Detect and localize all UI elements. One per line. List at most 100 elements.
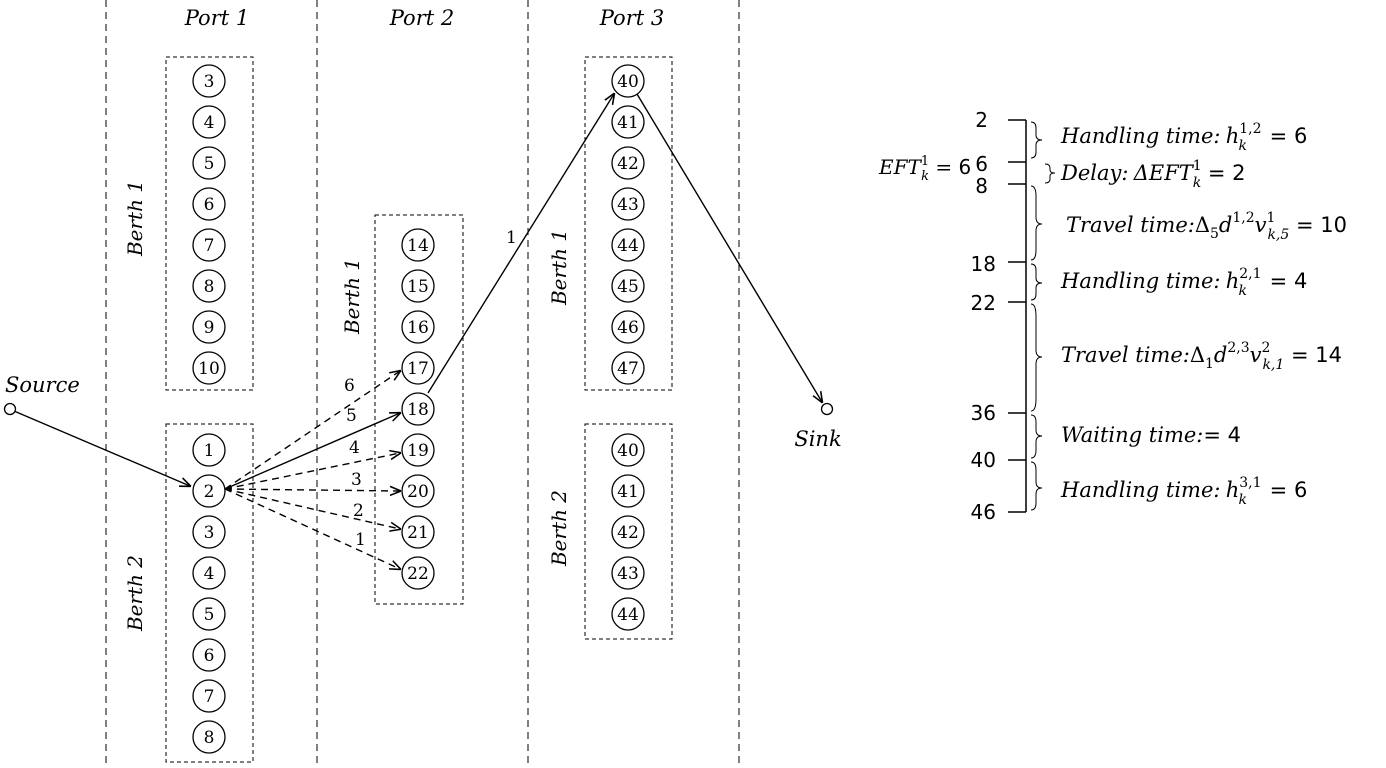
brace-6: [1030, 414, 1043, 459]
edge-source-to-node-2: [13, 410, 190, 486]
port3-berth2-box: [584, 423, 673, 640]
port3-berth1-node-label-47: 47: [617, 359, 639, 379]
port1-berth2-node-circle-1: [192, 433, 226, 467]
port2-berth1-node-circle-14: [401, 228, 435, 262]
port3-berth1-node-circle-43: [611, 187, 645, 221]
port-2-title: Port 2: [389, 6, 454, 30]
port3-berth1-node-label-43: 43: [617, 195, 639, 215]
sink-node: [820, 402, 834, 416]
edge-2-to-19: [224, 453, 400, 490]
port2-berth1-node-label-22: 22: [407, 564, 429, 584]
port2-berth1-node-label-21: 21: [407, 523, 429, 543]
port2-berth1-label: Berth 1: [340, 258, 364, 335]
timeline-tick-labels: 2 6 8 18 22 36 40 46: [971, 108, 996, 524]
port3-berth2-node-circle-43: [611, 556, 645, 590]
port1-berth1-node-circle-4: [192, 105, 226, 139]
port1-berth2-node-circle-8: [192, 720, 226, 754]
sink-label: Sink: [794, 427, 841, 451]
annotation-waiting: Waiting time:= 4: [1061, 423, 1241, 447]
port1-berth2-node-circle-4: [192, 556, 226, 590]
port1-berth1-node-circle-7: [192, 228, 226, 262]
edge-label-2-20: 3: [351, 470, 362, 490]
tick-label-2: 2: [975, 108, 988, 132]
port-1-title: Port 1: [184, 6, 249, 30]
tick-label-46: 46: [971, 500, 996, 524]
port2-berth1-box: [374, 214, 464, 605]
port2-berth1-node-label-19: 19: [407, 441, 429, 461]
brace-1: [1030, 121, 1043, 159]
edge-40-to-sink: [636, 93, 822, 402]
port1-berth2-box: [165, 423, 254, 763]
edge-2-to-22: [224, 488, 400, 569]
port-3-title: Port 3: [599, 6, 664, 30]
port2-berth1-node-circle-21: [401, 515, 435, 549]
port1-berth1-label: Berth 1: [123, 180, 147, 257]
port1-berth2-node-label-1: 1: [204, 441, 215, 461]
port3-berth2-label: Berth 2: [547, 490, 571, 567]
source-node: [3, 402, 17, 416]
port3-berth1-label: Berth 1: [547, 229, 571, 306]
port1-berth1-node-circle-5: [192, 146, 226, 180]
port1-berth2-node-circle-7: [192, 679, 226, 713]
port3-berth2-node-label-44: 44: [617, 605, 639, 625]
port1-berth2-node-label-4: 4: [204, 564, 215, 584]
edge-label-2-22: 1: [355, 530, 366, 550]
port3-berth2-node-circle-42: [611, 515, 645, 549]
port3-berth1-box: [584, 56, 673, 391]
edge-2-to-21: [224, 488, 400, 529]
port3-berth2-node-circle-41: [611, 474, 645, 508]
port3-berth1-node-circle-47: [611, 351, 645, 385]
port3-berth1-node-label-42: 42: [617, 154, 639, 174]
port1-berth2-node-label-5: 5: [204, 605, 215, 625]
port1-berth2-node-label-3: 3: [204, 523, 215, 543]
port3-berth2-node-label-43: 43: [617, 564, 639, 584]
port1-berth2-node-label-6: 6: [204, 646, 215, 666]
port1-berth2-node-circle-3: [192, 515, 226, 549]
port3-berth2-nodes: 40 41 42 43 44: [611, 433, 645, 631]
berth-boxes: [165, 56, 673, 763]
tick-label-18: 18: [971, 252, 996, 276]
port2-berth1-node-circle-22: [401, 556, 435, 590]
edge-label-18-40: 1: [506, 228, 517, 248]
port1-berth2-node-label-7: 7: [204, 687, 215, 707]
port3-berth1-node-label-41: 41: [617, 113, 639, 133]
port1-berth1-node-circle-9: [192, 310, 226, 344]
port2-berth1-node-label-14: 14: [407, 236, 429, 256]
port1-berth2-node-label-2: 2: [204, 482, 215, 502]
port3-berth1-node-circle-41: [611, 105, 645, 139]
port3-berth2-node-label-41: 41: [617, 482, 639, 502]
tick-label-6: 6: [975, 152, 988, 176]
port1-berth1-node-label-10: 10: [198, 359, 220, 379]
port1-berth2-node-circle-6: [192, 638, 226, 672]
port3-berth1-node-label-44: 44: [617, 236, 639, 256]
brace-5: [1030, 303, 1043, 412]
port3-berth2-node-label-42: 42: [617, 523, 639, 543]
port1-berth1-node-label-7: 7: [204, 236, 215, 256]
port1-berth1-node-label-6: 6: [204, 195, 215, 215]
tick-label-8: 8: [975, 174, 988, 198]
timeline-braces: [1030, 121, 1056, 511]
edge-18-to-40: [427, 94, 614, 394]
edge-2-to-18: [224, 413, 400, 490]
port1-berth1-box: [165, 56, 254, 391]
port2-berth1-node-label-16: 16: [407, 318, 429, 338]
tick-label-22: 22: [971, 291, 996, 315]
port3-berth1-node-circle-40: [611, 64, 645, 98]
port3-berth2-node-label-40: 40: [617, 441, 639, 461]
brace-2: [1044, 163, 1056, 184]
port3-berth1-node-circle-46: [611, 310, 645, 344]
port3-berth2-node-circle-44: [611, 597, 645, 631]
port-separators: [105, 0, 740, 768]
port1-berth1-node-label-4: 4: [204, 113, 215, 133]
